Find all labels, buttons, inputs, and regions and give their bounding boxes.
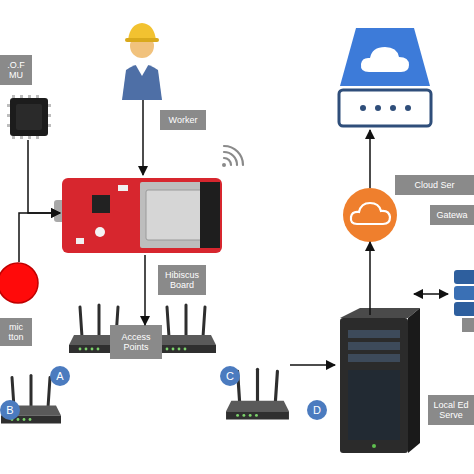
cloud-server-icon-part bbox=[361, 47, 409, 72]
imu-chip-part bbox=[12, 95, 15, 98]
device-label: .O.F MU bbox=[0, 55, 32, 85]
sensor-node: .O.F MU bbox=[6, 95, 50, 140]
flow-arrow bbox=[290, 364, 335, 366]
local-edge-server-part bbox=[348, 330, 400, 338]
hibiscus-board-part bbox=[200, 182, 220, 248]
worker-figure-part bbox=[125, 38, 159, 42]
device-label: Local Ed Serve bbox=[428, 395, 474, 425]
database-icon-part bbox=[454, 286, 474, 300]
button-node: mic tton bbox=[0, 262, 38, 304]
device-label: Cloud Ser bbox=[395, 175, 474, 195]
board-node: Hibiscus Board bbox=[60, 175, 225, 255]
hibiscus-board-part bbox=[140, 182, 220, 248]
gateway-icon bbox=[343, 188, 397, 242]
worker-figure bbox=[122, 23, 162, 100]
imu-chip bbox=[7, 95, 51, 139]
double-arrow-part bbox=[414, 293, 448, 295]
device-label: Hibiscus Board bbox=[158, 265, 206, 295]
hibiscus-board-part bbox=[95, 227, 105, 237]
imu-chip-part bbox=[36, 95, 39, 98]
local-edge-server-part bbox=[372, 444, 376, 448]
access-point-routers bbox=[1, 305, 289, 424]
cloud-server-icon-part bbox=[405, 105, 411, 111]
wifi-symbol-part bbox=[222, 163, 226, 167]
cloud-server-icon-part bbox=[390, 105, 396, 111]
imu-chip-part bbox=[48, 114, 51, 117]
panic-button bbox=[0, 263, 38, 303]
access-point-routers-part bbox=[156, 305, 216, 353]
flow-arrow bbox=[369, 242, 371, 315]
flow-arrow bbox=[19, 213, 60, 262]
cloud-server-icon bbox=[339, 28, 431, 126]
flow-arrow bbox=[144, 255, 146, 325]
cloud-node: Cloud Ser bbox=[335, 25, 430, 130]
local-edge-server-part bbox=[408, 308, 420, 453]
local-edge-server bbox=[340, 308, 420, 453]
local-edge-server-part bbox=[348, 342, 400, 350]
local-edge-server-part bbox=[340, 308, 420, 318]
flow-arrow bbox=[369, 130, 371, 188]
access-point: B bbox=[0, 372, 62, 430]
access-point: D bbox=[225, 355, 290, 430]
hibiscus-board-part bbox=[92, 195, 110, 213]
cloud-server-icon-part bbox=[339, 90, 431, 126]
double-arrow bbox=[414, 294, 448, 295]
imu-chip-part bbox=[10, 98, 48, 136]
gateway-icon-part bbox=[343, 188, 397, 242]
cloud-server-icon-part bbox=[340, 28, 430, 86]
imu-chip-part bbox=[48, 124, 51, 127]
hibiscus-board-part bbox=[76, 238, 84, 244]
gateway-node: Gatewa bbox=[343, 188, 397, 242]
cloud-server-icon-part bbox=[375, 105, 381, 111]
access-point: A bbox=[68, 303, 130, 358]
imu-chip-part bbox=[7, 104, 10, 107]
database-icon-part bbox=[454, 270, 474, 284]
wifi-symbol-part bbox=[224, 158, 231, 165]
callout-letter: D bbox=[307, 400, 327, 420]
hibiscus-board bbox=[54, 178, 222, 253]
imu-chip-part bbox=[20, 136, 23, 139]
local-edge-server-part bbox=[348, 370, 400, 440]
group-label-box: Access Points bbox=[110, 325, 162, 359]
worker-figure-part bbox=[128, 23, 156, 40]
local-edge-server-part bbox=[340, 318, 408, 453]
imu-chip-part bbox=[12, 136, 15, 139]
imu-chip-part bbox=[48, 104, 51, 107]
flow-arrow bbox=[142, 100, 144, 175]
database-icon bbox=[454, 270, 474, 332]
hibiscus-board-part bbox=[118, 185, 128, 191]
wifi-symbol-part bbox=[224, 146, 243, 165]
device-label: Gatewa bbox=[430, 205, 474, 225]
wifi-symbol bbox=[222, 146, 243, 167]
local-edge-server-part bbox=[348, 354, 400, 362]
imu-chip-part bbox=[28, 136, 31, 139]
callout-letter: C bbox=[220, 366, 240, 386]
database-icon-part bbox=[454, 302, 474, 316]
group-label: Access Points bbox=[112, 332, 160, 352]
access-point: C bbox=[155, 303, 217, 358]
imu-chip-part bbox=[36, 136, 39, 139]
device-label: Worker bbox=[160, 110, 206, 130]
imu-chip-part bbox=[28, 95, 31, 98]
server-node: Local Ed Serve bbox=[335, 315, 410, 455]
imu-chip-part bbox=[20, 95, 23, 98]
callout-letter: A bbox=[50, 366, 70, 386]
flow-arrow bbox=[28, 140, 60, 213]
cloud-server-icon-part bbox=[360, 105, 366, 111]
worker-node: Worker bbox=[118, 18, 168, 100]
panic-button-part bbox=[0, 263, 38, 303]
gateway-icon-part bbox=[351, 203, 390, 224]
device-label: mic tton bbox=[0, 318, 32, 346]
callout-letter: B bbox=[0, 400, 20, 420]
imu-chip-part bbox=[7, 124, 10, 127]
imu-chip-part bbox=[7, 114, 10, 117]
database-icon-part bbox=[462, 318, 474, 332]
wifi-symbol-part bbox=[224, 152, 237, 165]
worker-figure-part bbox=[134, 62, 150, 76]
hibiscus-board-part bbox=[62, 178, 222, 253]
imu-chip-part bbox=[16, 104, 42, 130]
